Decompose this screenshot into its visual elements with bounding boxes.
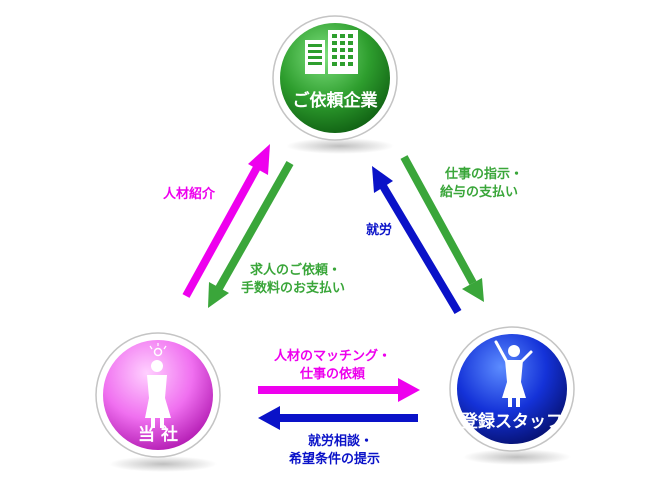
node-label-our-company: 当 社 (138, 424, 178, 445)
label-payment-line2: 手数料のお支払い (241, 280, 345, 296)
arrow-talent-intro (182, 144, 270, 298)
label-matching-line2: 仕事の依頼 (299, 366, 366, 382)
label-work-instruction-line2: 給与の支払い (440, 184, 518, 200)
node-label-client: ご依頼企業 (293, 90, 378, 111)
label-labor: 就労 (366, 222, 392, 238)
cheering-person-icon (494, 340, 533, 407)
person-with-lightbulb-icon (145, 343, 171, 428)
arrow-matching (258, 378, 420, 402)
node-label-staff: 登録スタッフ (460, 411, 563, 432)
node-client-company: ご依頼企業 (272, 15, 398, 154)
node-registered-staff: 登録スタッフ (449, 326, 575, 465)
label-payment-line1: 求人のご依頼・ (250, 262, 341, 278)
label-consultation-line1: 就労相談・ (308, 433, 373, 449)
arrow-work-instruction (400, 155, 484, 302)
label-talent-intro: 人材紹介 (163, 186, 216, 202)
arrow-consultation (258, 406, 418, 430)
office-building-icon (305, 30, 358, 74)
arrow-labor (372, 166, 462, 315)
node-our-company: 当 社 (95, 332, 221, 472)
label-work-instruction-line1: 仕事の指示・ (444, 166, 523, 182)
arrow-payment-to-company (208, 161, 294, 308)
label-matching-line1: 人材のマッチング・ (274, 348, 391, 364)
label-consultation-line2: 希望条件の提示 (289, 451, 380, 467)
